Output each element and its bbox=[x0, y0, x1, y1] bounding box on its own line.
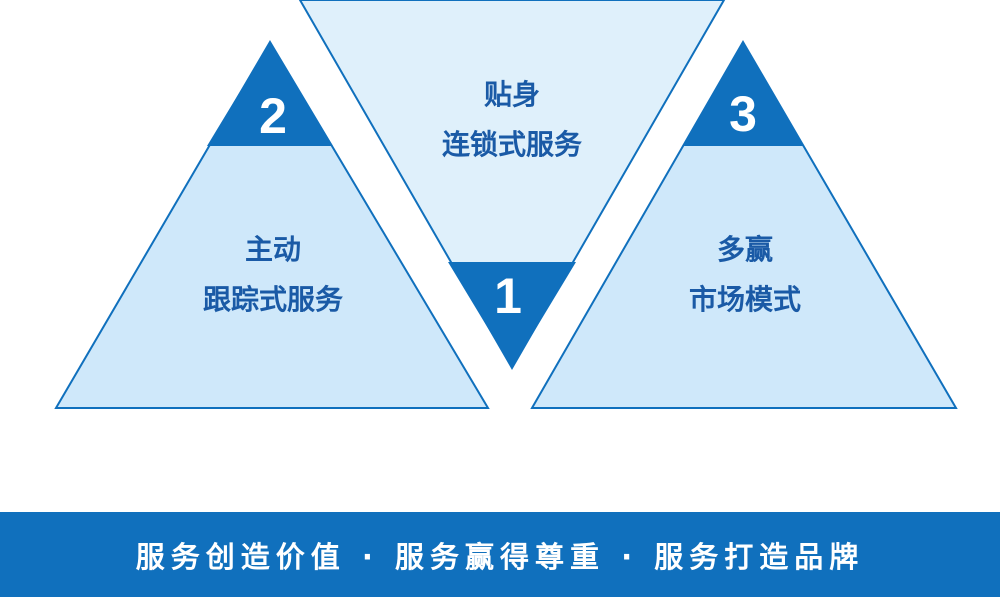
triangle-3-tip bbox=[683, 42, 803, 146]
triangle-1-label-line1: 贴身 bbox=[483, 78, 540, 111]
triangle-2-body bbox=[54, 40, 490, 409]
triangle-1-number: 1 bbox=[494, 268, 522, 324]
triangle-1-tip bbox=[448, 262, 576, 368]
triangle-2-number: 2 bbox=[259, 88, 287, 144]
triangle-2-label-line1: 主动 bbox=[244, 233, 301, 266]
triangle-2-label: 主动 跟踪式服务 bbox=[173, 225, 373, 325]
slogan-text: 服务创造价值 · 服务赢得尊重 · 服务打造品牌 bbox=[135, 540, 865, 574]
triangle-diagram bbox=[54, 0, 958, 409]
triangle-1-label: 贴身 连锁式服务 bbox=[412, 70, 612, 170]
triangle-1-body bbox=[298, 0, 726, 371]
triangle-3-number: 3 bbox=[729, 86, 757, 142]
triangle-2-tip bbox=[207, 42, 333, 146]
slogan-banner: 服务创造价值 · 服务赢得尊重 · 服务打造品牌 bbox=[0, 512, 1000, 597]
triangle-3-body bbox=[530, 40, 958, 409]
triangle-2-label-line2: 跟踪式服务 bbox=[202, 283, 343, 316]
triangle-3-label: 多赢 市场模式 bbox=[645, 225, 845, 325]
triangle-3-label-line2: 市场模式 bbox=[688, 283, 801, 316]
triangle-1-label-line2: 连锁式服务 bbox=[441, 128, 582, 161]
triangle-3-label-line1: 多赢 bbox=[716, 233, 773, 266]
